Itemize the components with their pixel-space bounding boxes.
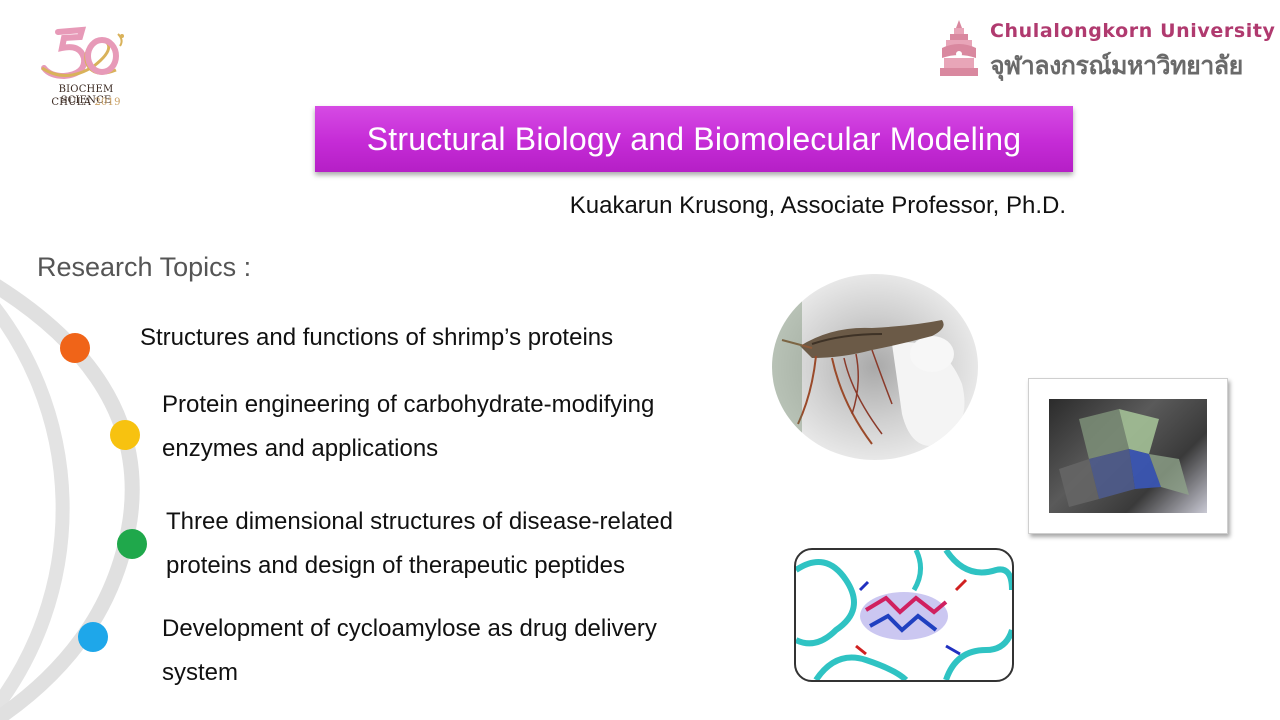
logo-line-1: BIOCHEM SCIENCE [58,84,114,106]
shrimp-illustration [772,274,965,460]
topic-bullet-1 [60,333,90,363]
anniversary-50-logo-icon [41,26,124,80]
topic-3: Three dimensional structures of disease-… [166,500,766,588]
author-name: Kuakarun Krusong, Associate Professor, P… [569,192,1066,219]
topic-bullet-2 [110,420,140,450]
topic-2: Protein engineering of carbohydrate-modi… [162,383,762,471]
topic-bullet-3 [117,529,147,559]
university-name-en: Chulalongkorn University [990,20,1276,42]
logo-line-2: CHULA 2019 [36,97,136,108]
protein-crystal-photo [1028,378,1228,534]
shrimp-photo [772,274,978,460]
title-banner: Structural Biology and Biomolecular Mode… [315,106,1073,172]
chula-university-logo: Chulalongkorn University จุฬาลงกรณ์มหาวิ… [936,16,1275,80]
university-name-th: จุฬาลงกรณ์มหาวิทยาลัย [990,51,1243,80]
topic-1-line-1: Structures and functions of shrimp’s pro… [140,324,614,351]
slide-title: Structural Biology and Biomolecular Mode… [366,120,1022,157]
research-topics-heading: Research Topics : [37,252,252,282]
logo-year: 2019 [94,97,121,108]
topic-4: Development of cycloamylose as drug deli… [162,607,762,695]
biochem-50-logo: BIOCHEM SCIENCE CHULA 2019 [36,22,136,114]
protein-crystal-image [1049,399,1207,513]
logo-chula-text: CHULA [51,97,92,108]
topic-bullet-4 [78,622,108,652]
topic-2-line-1: Protein engineering of carbohydrate-modi… [162,391,655,418]
topic-3-line-1: Three dimensional structures of disease-… [166,508,673,535]
topic-1: Structures and functions of shrimp’s pro… [140,316,740,360]
chula-emblem-icon [940,20,978,76]
topic-3-line-2: proteins and design of therapeutic pepti… [166,552,625,579]
crystal-illustration [1059,409,1189,507]
molecular-structure-illustration [796,550,1012,680]
topic-4-line-2: system [162,659,239,686]
molecular-model-image [794,548,1014,682]
topic-2-line-2: enzymes and applications [162,435,439,462]
topic-4-line-1: Development of cycloamylose as drug deli… [162,615,657,642]
